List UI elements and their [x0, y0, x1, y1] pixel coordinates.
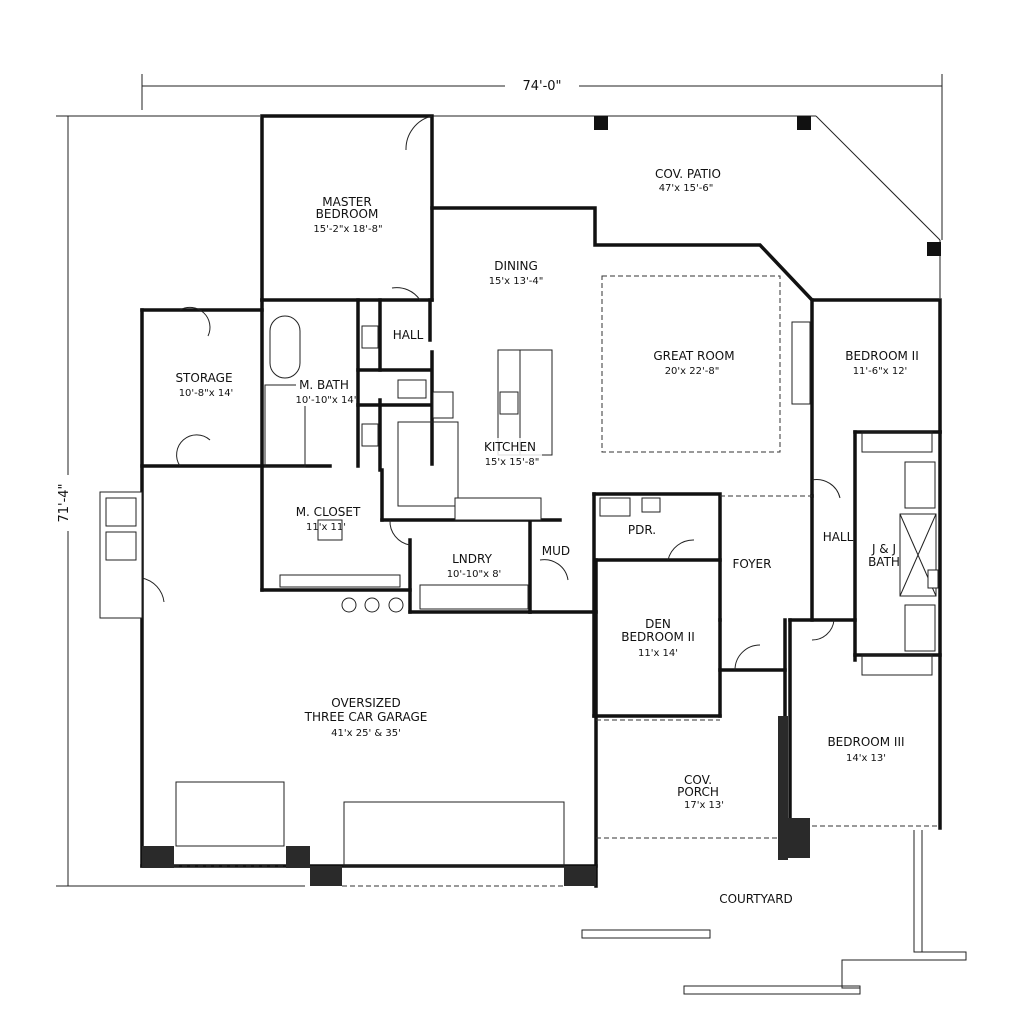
m-closet-size: 11'x 11' — [306, 522, 346, 533]
fixtures — [264, 275, 939, 676]
bedroom-2-size: 11'-6"x 12' — [853, 366, 908, 377]
dining-label: DINING — [494, 259, 538, 273]
storage-label: STORAGE — [175, 371, 232, 385]
bedroom-3-label: BEDROOM III — [827, 735, 904, 749]
den-label-2: BEDROOM II — [621, 630, 695, 644]
den-size: 11'x 14' — [638, 648, 678, 659]
kitchen-label: KITCHEN — [484, 440, 536, 454]
m-bath-size: 10'-10"x 14' — [296, 395, 357, 406]
walls — [140, 114, 942, 888]
kitchen-size: 15'x 15'-8" — [485, 457, 540, 468]
dimension-depth-label: 71'-4" — [57, 483, 72, 522]
cov-porch-label-1: COV. — [684, 773, 712, 787]
den-label-1: DEN — [645, 617, 671, 631]
pdr-label: PDR. — [628, 523, 656, 537]
lndry-size: 10'-10"x 8' — [447, 569, 502, 580]
great-room-size: 20'x 22'-8" — [665, 366, 720, 377]
foyer-label: FOYER — [733, 557, 772, 571]
hall-right-label: HALL — [823, 530, 854, 544]
doors — [176, 115, 841, 671]
dimension-width-label: 74'-0" — [522, 79, 561, 94]
garage-size: 41'x 25' & 35' — [331, 728, 401, 739]
great-room-label: GREAT ROOM — [653, 349, 734, 363]
garage-label-1: OVERSIZED — [331, 696, 401, 710]
dimension-depth: 71'-4" — [56, 115, 305, 887]
courtyard-label: COURTYARD — [719, 892, 793, 906]
lndry-label: LNDRY — [452, 552, 492, 566]
cov-patio-label: COV. PATIO — [655, 167, 721, 181]
cov-porch-label-2: PORCH — [677, 785, 719, 799]
storage-size: 10'-8"x 14' — [179, 388, 234, 399]
hall-upper-label: HALL — [393, 328, 424, 342]
bedroom-2-label: BEDROOM II — [845, 349, 919, 363]
master-bedroom-label-2: BEDROOM — [316, 207, 379, 221]
mud-label: MUD — [542, 544, 570, 558]
dimension-width: 74'-0" — [141, 74, 943, 240]
bedroom-3-size: 14'x 13' — [846, 753, 886, 764]
dining-size: 15'x 13'-4" — [489, 276, 544, 287]
garage-side-equipment — [99, 491, 404, 619]
jj-bath-label-1: J & J — [871, 542, 896, 556]
m-closet-label: M. CLOSET — [296, 505, 361, 519]
cov-porch-size: 17'x 13' — [684, 800, 724, 811]
jj-bath-label-2: BATH — [868, 555, 900, 569]
garage-doors — [142, 781, 596, 887]
cov-patio-size: 47'x 15'-6" — [659, 183, 714, 194]
garage-label-2: THREE CAR GARAGE — [304, 710, 428, 724]
master-bedroom-label-1: MASTER — [322, 195, 371, 209]
room-labels: COV. PATIO 47'x 15'-6" MASTER BEDROOM 15… — [175, 167, 918, 906]
master-bedroom-size: 15'-2"x 18'-8" — [313, 224, 382, 235]
m-bath-label: M. BATH — [299, 378, 349, 392]
porch-elements — [581, 495, 967, 995]
patio-outline — [432, 115, 941, 298]
